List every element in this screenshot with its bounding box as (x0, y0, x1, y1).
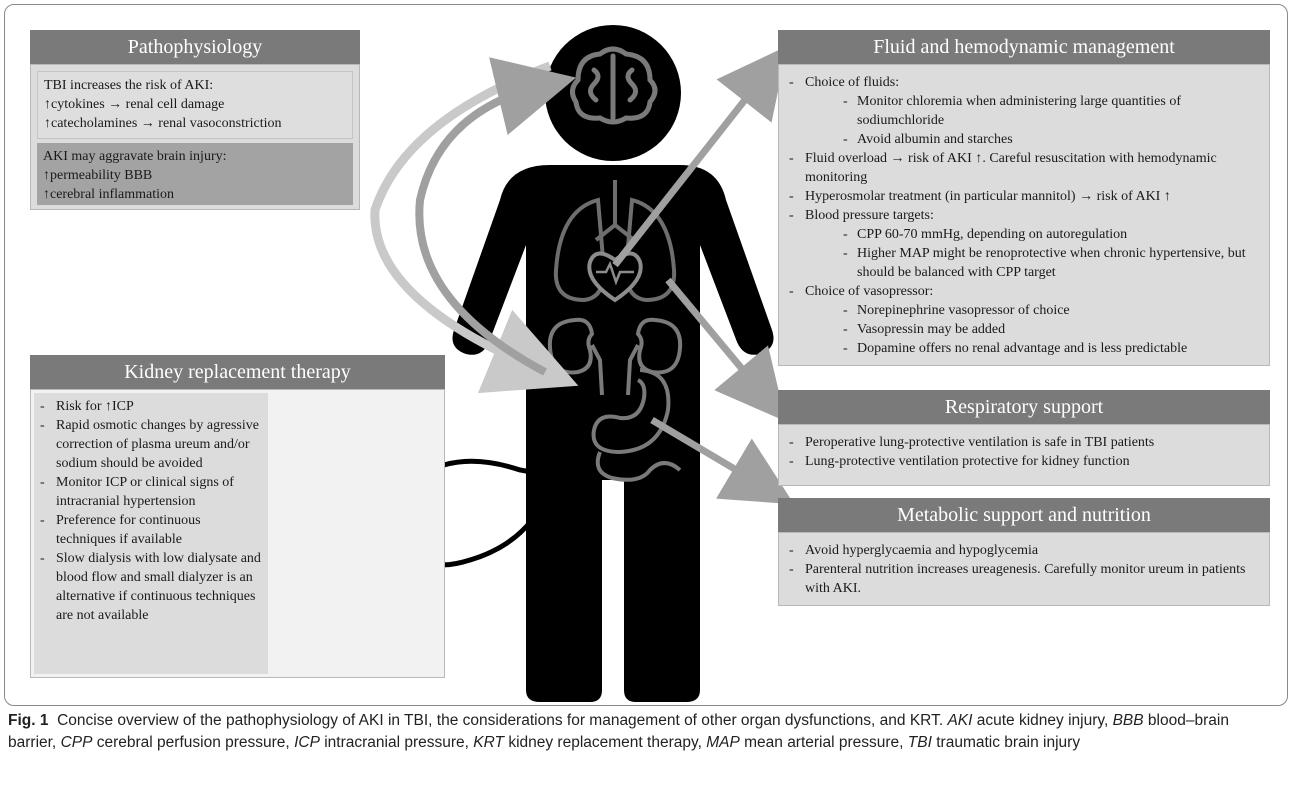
fluid-panel: Fluid and hemodynamic management Choice … (778, 30, 1270, 366)
list-item: Monitor ICP or clinical signs of intracr… (38, 473, 262, 511)
list-item: Lung-protective ventilation protective f… (787, 452, 1257, 471)
caption-def: intracranial pressure, (324, 734, 469, 751)
list-item: Slow dialysis with low dialysate and blo… (38, 549, 262, 625)
figure-caption: Fig. 1 Concise overview of the pathophys… (8, 710, 1278, 754)
caption-abbr: CPP (60, 734, 93, 751)
pathophysiology-box-tbi: TBI increases the risk of AKI: ↑cytokine… (37, 71, 353, 139)
caption-def: kidney replacement therapy, (508, 734, 702, 751)
caption-def: blood–brain barrier, (8, 712, 1229, 751)
caption-abbr: KRT (473, 734, 504, 751)
list-subitem: Monitor chloremia when administering lar… (843, 92, 1257, 130)
metabolic-panel: Metabolic support and nutrition Avoid hy… (778, 498, 1270, 606)
caption-abbr: TBI (907, 734, 932, 751)
patho-line: ↑cerebral inflammation (43, 187, 174, 202)
list-item: Parenteral nutrition increases ureagenes… (787, 560, 1257, 598)
list-item: Rapid osmotic changes by agressive corre… (38, 416, 262, 473)
patho-line: AKI may aggravate brain injury: (43, 149, 227, 164)
caption-def: acute kidney injury, (976, 712, 1109, 729)
arrow-to-fluid (612, 45, 788, 268)
krt-text-box: Risk for ↑ICP Rapid osmotic changes by a… (34, 393, 268, 674)
pathophysiology-panel: Pathophysiology TBI increases the risk o… (30, 30, 360, 210)
list-subitem: Higher MAP might be renoprotective when … (843, 244, 1257, 282)
respiratory-title: Respiratory support (778, 390, 1270, 424)
list-item: Fluid overload → risk of AKI ↑. Careful … (787, 149, 1257, 187)
patho-line: TBI increases the risk of AKI: (44, 78, 214, 93)
list-subitem: Avoid albumin and starches (843, 130, 1257, 149)
arrow-pathophysiology-to-brain (370, 61, 579, 394)
list-item: Blood pressure targets: CPP 60-70 mmHg, … (787, 206, 1257, 282)
krt-list: Risk for ↑ICP Rapid osmotic changes by a… (38, 397, 262, 625)
respiratory-list: Peroperative lung-protective ventilation… (787, 433, 1257, 471)
caption-text: Concise overview of the pathophysiology … (57, 712, 944, 729)
fluid-title: Fluid and hemodynamic management (778, 30, 1270, 64)
list-item: Avoid hyperglycaemia and hypoglycemia (787, 541, 1257, 560)
krt-title: Kidney replacement therapy (30, 355, 445, 389)
arrow-to-respiratory (665, 277, 786, 422)
caption-abbr: ICP (294, 734, 320, 751)
caption-abbr: BBB (1112, 712, 1144, 729)
figure-frame (4, 4, 1288, 706)
metabolic-list: Avoid hyperglycaemia and hypoglycemia Pa… (787, 541, 1257, 598)
list-item: Peroperative lung-protective ventilation… (787, 433, 1257, 452)
caption-abbr: AKI (947, 712, 973, 729)
arrow-kidney-to-brain (415, 57, 577, 376)
list-subitem: Dopamine offers no renal advantage and i… (843, 339, 1257, 358)
respiratory-panel: Respiratory support Peroperative lung-pr… (778, 390, 1270, 486)
patho-line: ↑permeability BBB (43, 168, 153, 183)
pathophysiology-title: Pathophysiology (30, 30, 360, 64)
list-item: Choice of vasopressor: Norepinephrine va… (787, 282, 1257, 358)
pathophysiology-box-aki: AKI may aggravate brain injury: ↑permeab… (37, 143, 353, 205)
krt-panel: Kidney replacement therapy Risk for ↑ICP… (30, 355, 445, 678)
arrow-to-metabolic (650, 416, 795, 505)
list-item: Hyperosmolar treatment (in particular ma… (787, 187, 1257, 206)
fluid-list: Choice of fluids: Monitor chloremia when… (787, 73, 1257, 358)
caption-abbr: MAP (706, 734, 740, 751)
list-subitem: CPP 60-70 mmHg, depending on autoregulat… (843, 225, 1257, 244)
stomach-icon (591, 368, 682, 482)
metabolic-title: Metabolic support and nutrition (778, 498, 1270, 532)
list-item: Choice of fluids: Monitor chloremia when… (787, 73, 1257, 149)
list-subitem: Vasopressin may be added (843, 320, 1257, 339)
list-item: Risk for ↑ICP (38, 397, 262, 416)
caption-def: cerebral perfusion pressure, (96, 734, 290, 751)
patho-line: ↑cytokines → renal cell damage (44, 97, 225, 112)
caption-label: Fig. 1 (8, 712, 49, 729)
brain-icon (570, 46, 658, 125)
patho-line: ↑catecholamines → renal vasoconstriction (44, 116, 282, 131)
caption-def: mean arterial pressure, (744, 734, 904, 751)
list-subitem: Norepinephrine vasopressor of choice (843, 301, 1257, 320)
caption-def: traumatic brain injury (936, 734, 1081, 751)
list-item: Preference for continuous techniques if … (38, 511, 262, 549)
